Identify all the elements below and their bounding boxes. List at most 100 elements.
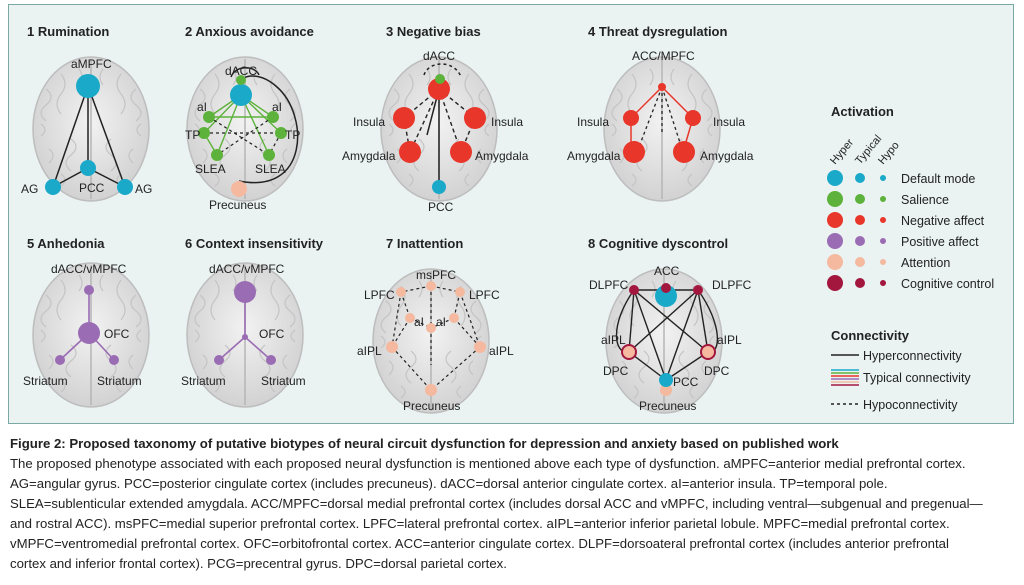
svg-text:LPFC: LPFC xyxy=(364,288,395,302)
node-slea-left xyxy=(211,149,223,161)
svg-text:dACC: dACC xyxy=(423,49,455,63)
svg-text:ACC: ACC xyxy=(654,264,680,278)
panel-6-title: 6 Context insensitivity xyxy=(185,236,324,251)
node-insula-right-4 xyxy=(685,110,701,126)
node-ag-right xyxy=(117,179,133,195)
svg-text:Hypoconnectivity: Hypoconnectivity xyxy=(863,398,958,412)
legend-hypoconnectivity: Hypoconnectivity xyxy=(831,398,958,412)
caption-title: Figure 2: Proposed taxonomy of putative … xyxy=(10,436,839,451)
svg-text:Negative affect: Negative affect xyxy=(901,214,985,228)
legend-row-positive-affect: Positive affect xyxy=(827,233,979,249)
svg-text:PCC: PCC xyxy=(673,375,699,389)
node-dacc xyxy=(236,75,246,85)
figure-svg: 1 Rumination 2 Anxious avoidance 3 Negat… xyxy=(21,24,994,414)
node-acc xyxy=(661,283,671,293)
svg-text:Precuneus: Precuneus xyxy=(209,198,266,212)
node-dlpfc-left xyxy=(629,285,639,295)
caption-line-6: cortex and inferior frontal cortex). PCG… xyxy=(10,556,507,571)
node-pcc xyxy=(80,160,96,176)
svg-text:TP: TP xyxy=(285,128,300,142)
node-precuneus-7 xyxy=(425,384,437,396)
svg-text:Salience: Salience xyxy=(901,193,949,207)
node-aipl-right-8 xyxy=(700,344,716,360)
svg-text:DLPFC: DLPFC xyxy=(712,278,752,292)
svg-text:aI: aI xyxy=(272,100,282,114)
node-ai-right xyxy=(267,111,279,123)
legend-row-salience: Salience xyxy=(827,191,949,207)
svg-text:msPFC: msPFC xyxy=(416,268,456,282)
node-ai-left xyxy=(203,111,215,123)
node-acc-mpfc xyxy=(658,83,666,91)
svg-text:aIPL: aIPL xyxy=(489,344,514,358)
node-aipl-left-8 xyxy=(621,344,637,360)
panel-3-network: dACC Insula Insula Amygdala Amygdala PCC xyxy=(342,49,529,214)
svg-text:aIPL: aIPL xyxy=(601,333,626,347)
svg-text:Insula: Insula xyxy=(491,115,523,129)
figure-caption: Figure 2: Proposed taxonomy of putative … xyxy=(10,434,1014,574)
panel-6-network: dACC/vMPFC OFC Striatum Striatum xyxy=(181,262,306,388)
legend-row-default-mode: Default mode xyxy=(827,170,975,186)
svg-text:aIPL: aIPL xyxy=(357,344,382,358)
panel-1-network: aMPFC PCC AG AG xyxy=(21,57,152,196)
node-amygdala-right xyxy=(450,141,472,163)
svg-text:SLEA: SLEA xyxy=(255,162,286,176)
legend-hyperconnectivity: Hyperconnectivity xyxy=(831,349,962,363)
panel-2-network: dACC aI aI TP TP SLEA SLEA Precuneus xyxy=(185,64,300,212)
node-ai-right-7 xyxy=(449,313,459,323)
panel-8-network: ACC DLPFC DLPFC aIPL aIPL DPC DPC PCC Pr… xyxy=(589,264,752,413)
legend-typical-connectivity: Typical connectivity xyxy=(831,369,971,386)
node-tp-right xyxy=(275,127,287,139)
svg-text:Typical connectivity: Typical connectivity xyxy=(863,371,971,385)
svg-text:LPFC: LPFC xyxy=(469,288,500,302)
svg-text:Insula: Insula xyxy=(713,115,745,129)
node-pcc-3 xyxy=(432,180,446,194)
svg-text:Amygdala: Amygdala xyxy=(475,149,529,163)
node-ampfc xyxy=(76,74,100,98)
svg-text:PCC: PCC xyxy=(428,200,454,214)
legend-row-negative-affect: Negative affect xyxy=(827,212,985,228)
node-striatum-right-6 xyxy=(266,355,276,365)
svg-text:SLEA: SLEA xyxy=(195,162,226,176)
node-aipl-left xyxy=(386,341,398,353)
svg-text:AG: AG xyxy=(21,182,38,196)
svg-text:Amygdala: Amygdala xyxy=(700,149,754,163)
node-insula-left xyxy=(393,107,415,129)
svg-text:Amygdala: Amygdala xyxy=(567,149,621,163)
node-dacc-neg xyxy=(428,78,450,100)
node-ag-left xyxy=(45,179,61,195)
svg-text:Default mode: Default mode xyxy=(901,172,975,186)
svg-text:aI: aI xyxy=(414,315,424,329)
svg-text:OFC: OFC xyxy=(104,327,130,341)
svg-text:Precuneus: Precuneus xyxy=(403,399,460,413)
node-slea-right xyxy=(263,149,275,161)
svg-text:TP: TP xyxy=(185,128,200,142)
node-precuneus-8 xyxy=(660,384,672,396)
panel-titles: 1 Rumination 2 Anxious avoidance 3 Negat… xyxy=(27,24,728,251)
svg-text:Striatum: Striatum xyxy=(261,374,306,388)
node-tp-left xyxy=(198,127,210,139)
svg-text:PCC: PCC xyxy=(79,181,105,195)
panel-8-title: 8 Cognitive dyscontrol xyxy=(588,236,728,251)
svg-text:aIPL: aIPL xyxy=(717,333,742,347)
svg-text:ACC/MPFC: ACC/MPFC xyxy=(632,49,695,63)
svg-text:Insula: Insula xyxy=(353,115,385,129)
node-striatum-right-5 xyxy=(109,355,119,365)
node-mspfc xyxy=(426,281,436,291)
node-dlpfc-right xyxy=(693,285,703,295)
node-lpfc-right xyxy=(455,287,465,297)
svg-text:aI: aI xyxy=(436,315,446,329)
svg-text:OFC: OFC xyxy=(259,327,285,341)
node-center-7 xyxy=(426,323,436,333)
svg-text:dACC/vMPFC: dACC/vMPFC xyxy=(209,262,285,276)
svg-text:Attention: Attention xyxy=(901,256,950,270)
svg-text:DPC: DPC xyxy=(603,364,629,378)
node-ai-left-7 xyxy=(405,313,415,323)
legend-row-cognitive-control: Cognitive control xyxy=(827,275,994,291)
node-ofc-6 xyxy=(242,334,248,340)
node-insula-left-4 xyxy=(623,110,639,126)
svg-text:DLPFC: DLPFC xyxy=(589,278,629,292)
panel-7-network: msPFC LPFC LPFC aI aI aIPL aIPL Precuneu… xyxy=(357,268,514,413)
svg-text:Cognitive control: Cognitive control xyxy=(901,277,994,291)
caption-line-4: and rostral ACC). msPFC=medial superior … xyxy=(10,516,950,531)
legend: Activation Hyper Typical Hypo Default mo… xyxy=(827,104,994,412)
